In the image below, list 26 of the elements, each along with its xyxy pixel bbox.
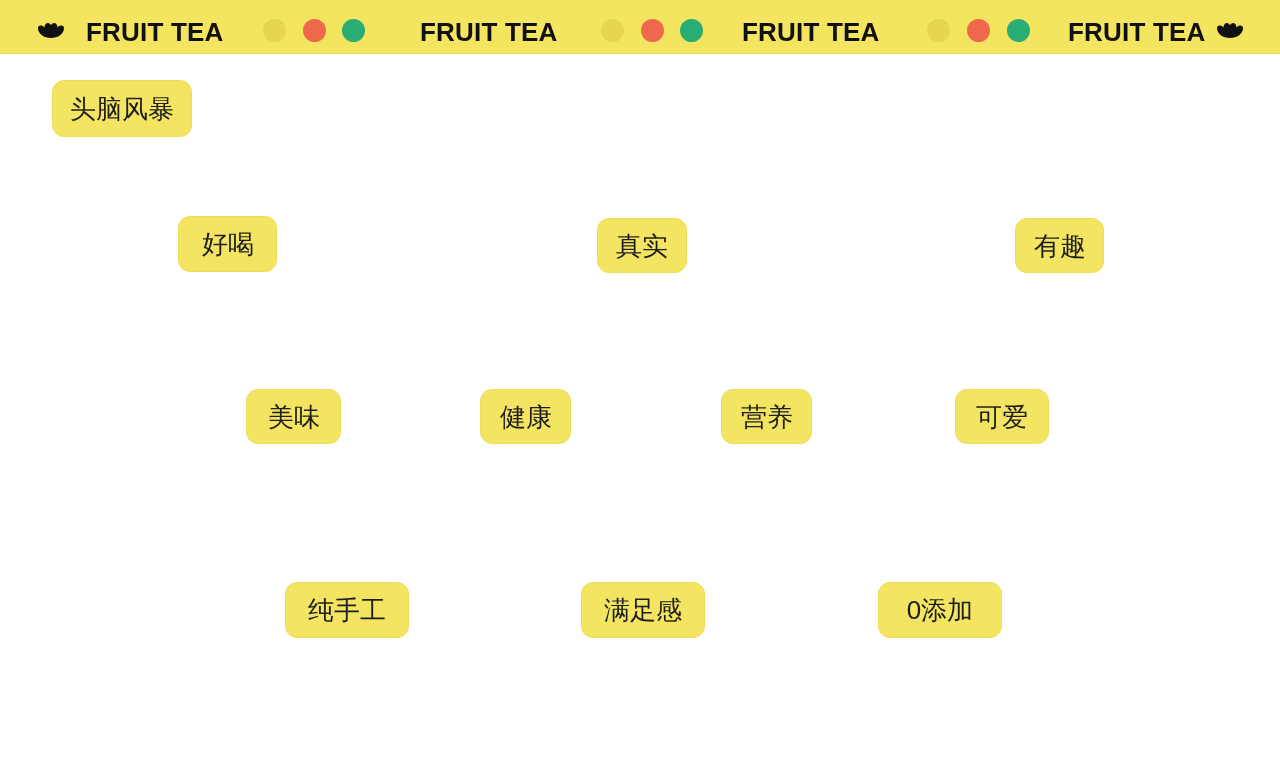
keyword-tag bbox=[480, 389, 571, 444]
keyword-tag bbox=[178, 216, 277, 272]
keyword-text: 满足感 bbox=[604, 594, 682, 626]
keyword-tag bbox=[878, 582, 1002, 638]
keyword-tag bbox=[1015, 218, 1104, 273]
keyword-tag bbox=[955, 389, 1049, 444]
header-title: FRUIT TEA bbox=[86, 16, 224, 49]
keyword-tag bbox=[246, 389, 341, 444]
keyword-tag bbox=[52, 80, 192, 137]
keyword-tag bbox=[285, 582, 409, 638]
keyword-text: 好喝 bbox=[201, 228, 254, 260]
keyword-tag bbox=[597, 218, 687, 273]
keyword-text: 真实 bbox=[616, 229, 668, 262]
keyword-text: 营养 bbox=[740, 400, 793, 433]
keyword-text: 美味 bbox=[267, 400, 320, 433]
header-title: FRUIT TEA bbox=[420, 16, 558, 49]
header-title: FRUIT TEA bbox=[742, 16, 880, 49]
header-title: FRUIT TEA bbox=[1068, 16, 1206, 49]
keyword-text: 有趣 bbox=[1033, 229, 1086, 262]
keyword-tag bbox=[721, 389, 812, 444]
keyword-tag bbox=[581, 582, 705, 638]
keyword-text: 0添加 bbox=[906, 594, 974, 626]
keyword-text: 健康 bbox=[499, 400, 552, 433]
keyword-text: 可爱 bbox=[976, 400, 1028, 433]
keyword-text: 头脑风暴 bbox=[70, 92, 174, 125]
keyword-text: 纯手工 bbox=[308, 594, 386, 626]
